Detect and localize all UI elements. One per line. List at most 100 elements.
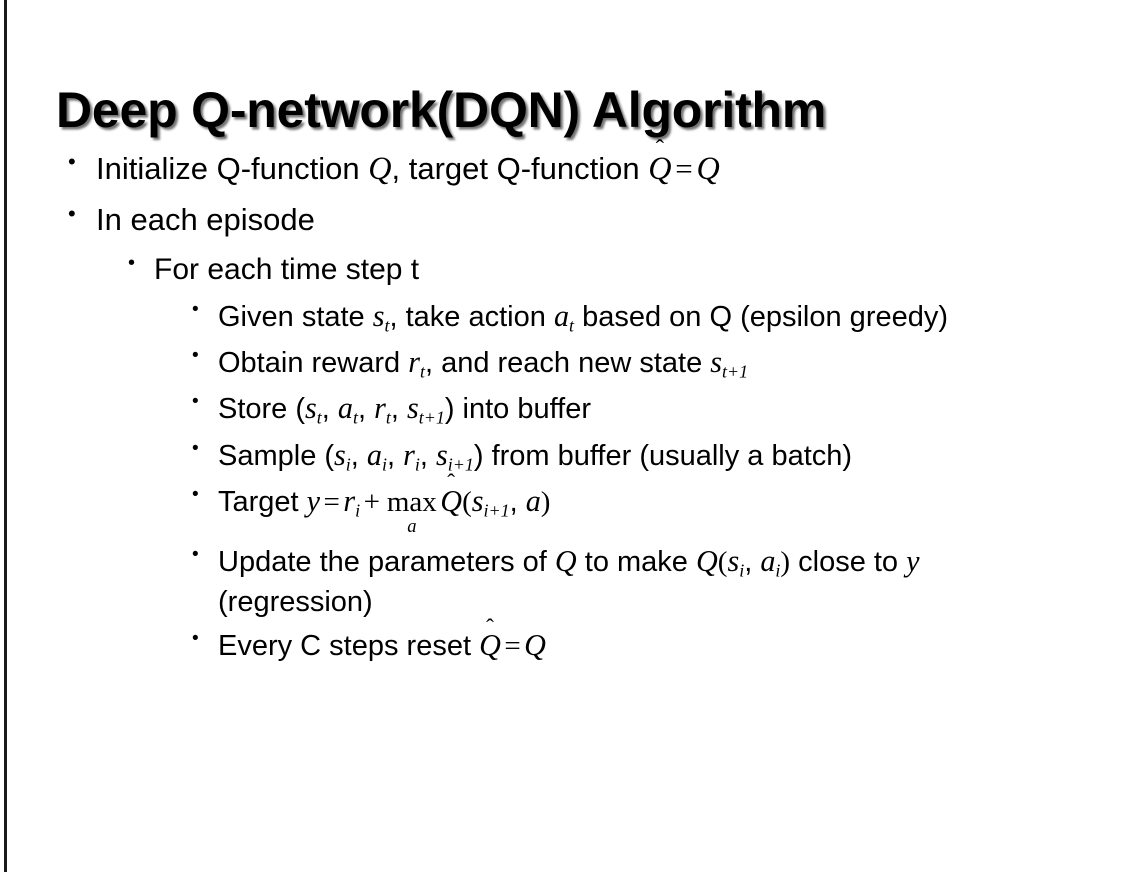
math-symbol-q: Q xyxy=(440,483,463,518)
text-segment: (regression) xyxy=(218,586,373,619)
text-segment: , xyxy=(419,439,436,472)
math-symbol-q: Q xyxy=(524,628,546,663)
math-symbol-s: s xyxy=(727,543,740,578)
math-subscript: i xyxy=(355,500,361,521)
list-item-text: Sample (si, ai, ri, si+1) from buffer (u… xyxy=(218,436,1078,477)
bullet-marker-icon: • xyxy=(192,391,199,413)
math-subscript: t xyxy=(569,315,575,336)
math-symbol-s: s xyxy=(710,345,723,380)
math-subscript: i+1 xyxy=(447,453,474,474)
math-subscript: i+1 xyxy=(483,500,510,521)
text-segment: , xyxy=(509,485,526,518)
text-segment: Store ( xyxy=(218,393,306,426)
math-symbol-action-t: at xyxy=(553,299,575,336)
list-item: • For each time step t xyxy=(0,250,1124,289)
math-subscript: i xyxy=(414,453,420,474)
text-segment: Update the parameters of xyxy=(218,545,555,578)
math-symbol-q-hat: Q̂ xyxy=(479,626,501,666)
math-symbol-reward-t: rt xyxy=(374,391,391,428)
bullet-marker-icon: • xyxy=(128,252,136,275)
text-segment: , take action xyxy=(389,301,554,334)
list-item: • Store (st, at, rt, st+1) into buffer xyxy=(0,389,1124,430)
math-paren-close: ) xyxy=(780,545,791,578)
bullet-marker-icon: • xyxy=(68,200,76,226)
math-subscript: i xyxy=(739,560,745,581)
bullet-marker-icon: • xyxy=(192,543,199,565)
math-subscript: t+1 xyxy=(722,361,749,382)
bullet-marker-icon: • xyxy=(192,483,199,505)
text-segment: to make xyxy=(576,545,696,578)
math-symbol-state-t-plus-1: st+1 xyxy=(710,345,749,382)
list-item-text: Update the parameters of Q to make Q(si,… xyxy=(218,542,1078,621)
list-item-text: Every C steps reset Q̂=Q xyxy=(218,626,1078,666)
math-operator-equals: = xyxy=(323,485,340,518)
text-segment: , xyxy=(387,439,404,472)
text-segment: Target xyxy=(218,485,307,518)
math-subscript: t xyxy=(419,361,425,382)
list-item-text: In each episode xyxy=(96,201,315,237)
text-segment: based on Q (epsilon greedy) xyxy=(574,301,949,334)
math-subscript: i xyxy=(775,560,781,581)
math-subscript: t+1 xyxy=(418,407,445,428)
text-segment: Sample ( xyxy=(218,439,335,472)
math-symbol-q: Q xyxy=(695,543,718,578)
list-item: • Update the parameters of Q to make Q(s… xyxy=(0,542,1124,621)
math-symbol-state-t: st xyxy=(373,299,390,336)
text-segment: Obtain reward xyxy=(218,347,409,380)
math-operator-equals: = xyxy=(504,630,521,663)
max-operator-label: max xyxy=(386,486,437,519)
text-segment: , target Q-function xyxy=(391,151,649,186)
math-paren-close: ) xyxy=(540,485,551,518)
math-operator-equals: = xyxy=(675,151,693,186)
math-symbol-q: Q xyxy=(368,150,392,186)
text-segment: ) into buffer xyxy=(444,393,592,426)
list-item-text: Store (st, at, rt, st+1) into buffer xyxy=(218,389,1078,430)
text-segment: Every C steps reset xyxy=(218,630,480,663)
math-subscript: t xyxy=(384,315,390,336)
text-segment: , xyxy=(350,439,367,472)
math-symbol-r: r xyxy=(343,483,356,518)
text-segment: , xyxy=(321,393,338,426)
math-symbol-state-t: st xyxy=(305,391,322,427)
list-item-text: Given state st, take action at based on … xyxy=(218,297,1078,338)
math-paren-open: ( xyxy=(717,545,728,578)
math-subscript: i xyxy=(382,453,387,474)
bullet-marker-icon: • xyxy=(192,628,199,650)
math-symbol-a: a xyxy=(366,437,382,472)
bullet-marker-icon: • xyxy=(68,149,76,174)
math-subscript: i xyxy=(345,453,351,474)
math-symbol-reward-i: ri xyxy=(343,483,361,521)
math-symbol-a: a xyxy=(553,299,570,334)
math-symbol-s: s xyxy=(406,391,419,426)
math-symbol-a: a xyxy=(760,543,776,578)
math-symbol-s: s xyxy=(334,437,346,472)
math-symbol-reward-i: ri xyxy=(403,438,420,474)
math-symbol-y: y xyxy=(306,483,321,518)
math-symbol-action-i: ai xyxy=(760,543,781,581)
math-symbol-action-t: at xyxy=(338,391,358,428)
list-item: • Sample (si, ai, ri, si+1) from buffer … xyxy=(0,436,1124,477)
text-segment: , xyxy=(744,545,761,578)
text-segment: , xyxy=(357,393,375,426)
bullet-marker-icon: • xyxy=(192,437,199,459)
list-item: • Given state st, take action at based o… xyxy=(0,297,1124,338)
page-title: Deep Q-network(DQN) Algorithm xyxy=(56,81,827,138)
math-subscript: t xyxy=(385,407,391,428)
math-symbol-state-t-plus-1: st+1 xyxy=(406,391,445,428)
math-paren-open: ( xyxy=(462,485,472,518)
bullet-marker-icon: • xyxy=(192,345,199,367)
math-symbol-state-i: si xyxy=(334,437,351,474)
list-item-text: For each time step t xyxy=(154,253,420,287)
math-symbol-state-i: si xyxy=(727,543,745,581)
math-symbol-s: s xyxy=(436,437,448,472)
math-subscript: t xyxy=(352,407,358,428)
text-segment: Initialize Q-function xyxy=(96,151,369,186)
max-operator-variable: a xyxy=(407,516,417,538)
list-item: • Initialize Q-function Q, target Q-func… xyxy=(0,148,1124,190)
bullet-marker-icon: • xyxy=(192,299,199,321)
left-edge-rule xyxy=(4,0,7,872)
math-symbol-r: r xyxy=(408,345,420,380)
